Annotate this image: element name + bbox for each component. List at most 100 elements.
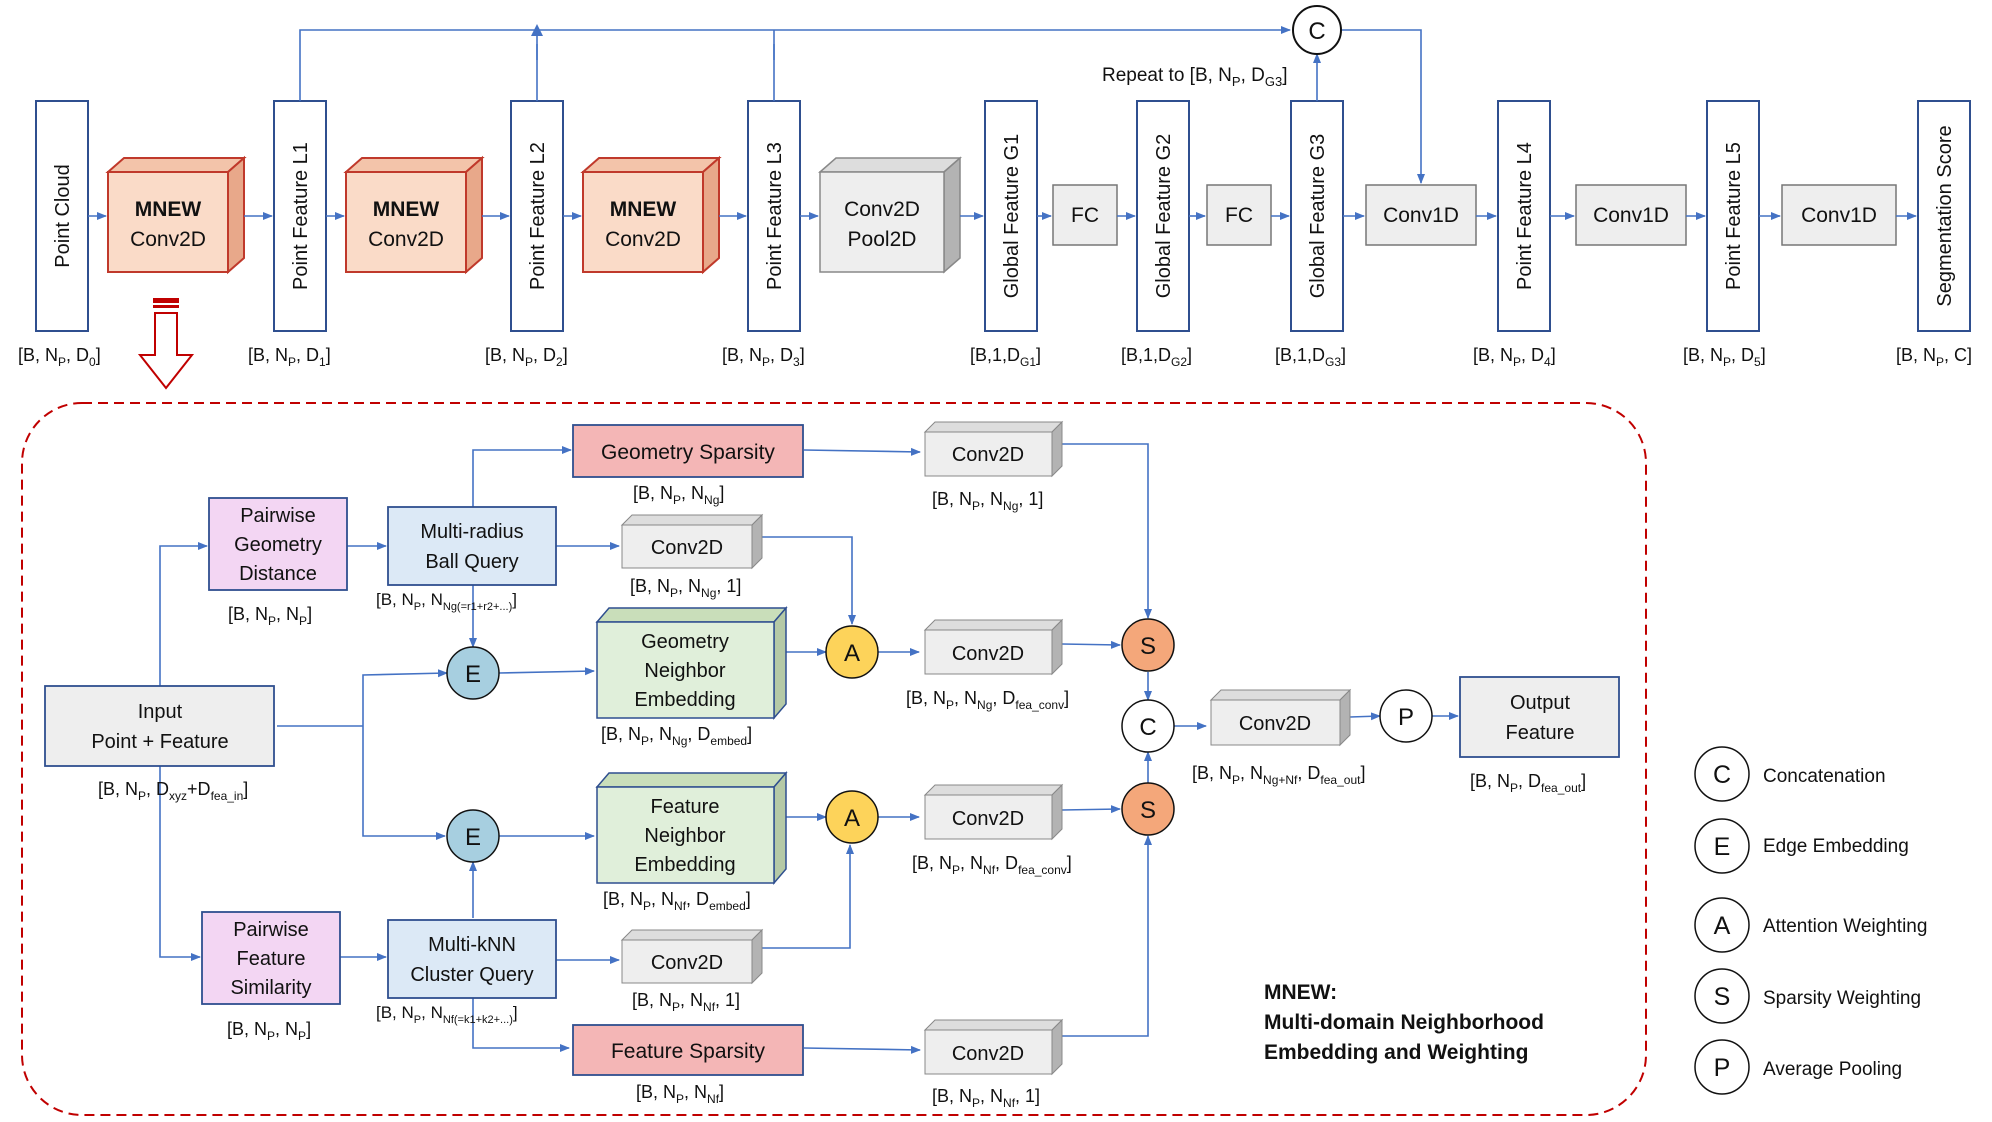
sparsity-node-geo xyxy=(1121,618,1175,672)
dim-conv2d-geo-attention: [B, NP, NNg, Dfea_conv] xyxy=(906,688,1069,712)
legend-attention-icon xyxy=(1694,897,1750,953)
attention-symbol-geo: A xyxy=(844,640,860,667)
dim-conv2d-feat-sparsity: [B, NP, NNf, 1] xyxy=(932,1086,1040,1110)
dim-d5: [B, NP, D5] xyxy=(1683,345,1766,369)
operator-nodes: E E A A S S C P xyxy=(446,618,1433,863)
multi-radius-line1: Multi-radius xyxy=(420,521,523,543)
conv2d-final: Conv2D xyxy=(1209,688,1352,747)
fc-1-box xyxy=(1052,184,1118,246)
conv1d-1-label: Conv1D xyxy=(1383,204,1459,227)
conv2d-final-label: Conv2D xyxy=(1239,713,1311,735)
dim-pairwise-feat: [B, NP, NP] xyxy=(227,1019,311,1043)
edge-embed-node-geo xyxy=(446,646,500,700)
top-concat-symbol: C xyxy=(1308,18,1325,45)
multi-radius-box xyxy=(387,506,557,586)
conv2d-feat-attention: Conv2D xyxy=(923,783,1064,841)
feature-sparsity-label: Feature Sparsity xyxy=(611,1040,766,1063)
legend-edge-icon xyxy=(1694,818,1750,874)
pairwise-feat-line3: Similarity xyxy=(230,977,311,999)
mnew-detail: Geometry Sparsity [B, NP, NNg] Pairwise … xyxy=(44,420,1620,1110)
conv1d-1-box xyxy=(1365,184,1477,246)
legend-symbol-4: P xyxy=(1714,1054,1731,1082)
dim-geo-embed: [B, NP, NNg, Dembed] xyxy=(601,724,752,748)
input-box xyxy=(44,685,275,767)
dim-feature-sparsity: [B, NP, NNf] xyxy=(636,1082,724,1106)
legend-symbol-0: C xyxy=(1713,761,1731,789)
global-feature-g3-box xyxy=(1290,100,1344,332)
legend-symbol-2: A xyxy=(1714,912,1731,940)
top-pipeline: Point Cloud MNEW Conv2D Point Feature L1… xyxy=(18,5,1972,390)
pooling-node xyxy=(1379,689,1433,743)
legend-label-2: Attention Weighting xyxy=(1763,916,1927,937)
edge-embed-symbol-geo: E xyxy=(465,661,481,688)
dim-conv2d-geo-sparsity: [B, NP, NNg, 1] xyxy=(932,489,1043,513)
point-feature-l5-label: Point Feature L5 xyxy=(1723,142,1745,290)
legend-symbol-3: S xyxy=(1714,983,1731,1011)
mnew-3-title: MNEW xyxy=(610,198,677,221)
legend-label-0: Concatenation xyxy=(1763,766,1886,787)
attention-node-feat xyxy=(825,790,879,844)
geometry-embedding-block: Geometry Neighbor Embedding xyxy=(595,605,788,721)
conv2d-multi-radius: Conv2D xyxy=(620,513,764,570)
dim-g2: [B,1,DG2] xyxy=(1121,345,1192,369)
feat-embed-line1: Feature xyxy=(651,796,720,818)
mnew-block-3: MNEW Conv2D xyxy=(580,155,722,275)
legend-pooling-icon xyxy=(1694,1039,1750,1095)
conv1d-3-label: Conv1D xyxy=(1801,204,1877,227)
geo-embed-line2: Neighbor xyxy=(644,660,726,682)
dim-geometry-sparsity: [B, NP, NNg] xyxy=(633,483,724,507)
attention-node-geo xyxy=(825,625,879,679)
conv2d-geo-sparsity-label: Conv2D xyxy=(952,444,1024,466)
dim-g3: [B,1,DG3] xyxy=(1275,345,1346,369)
point-feature-l3-label: Point Feature L3 xyxy=(764,142,786,290)
fc-2-box xyxy=(1206,184,1272,246)
conv1d-2-box xyxy=(1575,184,1687,246)
feature-sparsity-box xyxy=(572,1024,804,1076)
mnew-1-title: MNEW xyxy=(135,198,202,221)
concat-node-detail xyxy=(1121,699,1175,753)
dim-feat-embed: [B, NP, NNf, Dembed] xyxy=(603,889,751,913)
legend: C Concatenation E Edge Embedding A Atten… xyxy=(1694,746,1927,1095)
output-line2: Feature xyxy=(1506,722,1575,744)
mnew-3-sub: Conv2D xyxy=(605,228,681,251)
conv2d-multi-knn: Conv2D xyxy=(620,928,764,985)
pairwise-geo-line3: Distance xyxy=(239,563,317,585)
input-line2: Point + Feature xyxy=(91,731,228,753)
legend-concat-icon xyxy=(1694,746,1750,802)
conv1d-3-box xyxy=(1781,184,1897,246)
mnew-block-2: MNEW Conv2D xyxy=(343,155,485,275)
sparsity-node-feat xyxy=(1121,782,1175,836)
mnew-block-1: MNEW Conv2D xyxy=(105,155,247,275)
pairwise-feat-line2: Feature xyxy=(237,948,306,970)
conv2d-feat-attention-label: Conv2D xyxy=(952,808,1024,830)
multi-knn-line1: Multi-kNN xyxy=(428,934,516,956)
mnew-2-title: MNEW xyxy=(373,198,440,221)
feat-embed-line2: Neighbor xyxy=(644,825,726,847)
pairwise-geo-line2: Geometry xyxy=(234,534,322,556)
dim-d4: [B, NP, D4] xyxy=(1473,345,1556,369)
dim-d1: [B, NP, D1] xyxy=(248,345,331,369)
mnew-title-line2: Multi-domain Neighborhood xyxy=(1264,1011,1544,1034)
multi-radius-line2: Ball Query xyxy=(425,551,518,573)
legend-sparsity-icon xyxy=(1694,968,1750,1024)
pairwise-geometry-box xyxy=(208,497,348,591)
legend-label-4: Average Pooling xyxy=(1763,1059,1902,1080)
dim-multi-knn: [B, NP, NNf(=k1+k2+...)] xyxy=(376,1003,518,1026)
conv2d-pool2d-block: Conv2D Pool2D xyxy=(818,156,962,274)
point-cloud-box xyxy=(35,100,89,332)
dim-pairwise-geo: [B, NP, NP] xyxy=(228,604,312,628)
pairwise-geo-line1: Pairwise xyxy=(240,505,316,527)
output-box xyxy=(1459,676,1620,758)
global-feature-g3-label: Global Feature G3 xyxy=(1307,134,1329,299)
mnew-detail-panel xyxy=(21,402,1647,1116)
dim-d3: [B, NP, D3] xyxy=(722,345,805,369)
conv2d-geo-attention-label: Conv2D xyxy=(952,643,1024,665)
dim-conv2d-feat-attention: [B, NP, NNf, Dfea_conv] xyxy=(912,853,1072,877)
global-feature-g2-box xyxy=(1136,100,1190,332)
conv2d-geo-attention: Conv2D xyxy=(923,618,1064,676)
conv2d-feat-sparsity: Conv2D xyxy=(923,1018,1064,1076)
dim-c: [B, NP, C] xyxy=(1896,345,1972,369)
legend-symbol-1: E xyxy=(1714,833,1731,861)
conv-pool-line1: Conv2D xyxy=(844,198,920,221)
